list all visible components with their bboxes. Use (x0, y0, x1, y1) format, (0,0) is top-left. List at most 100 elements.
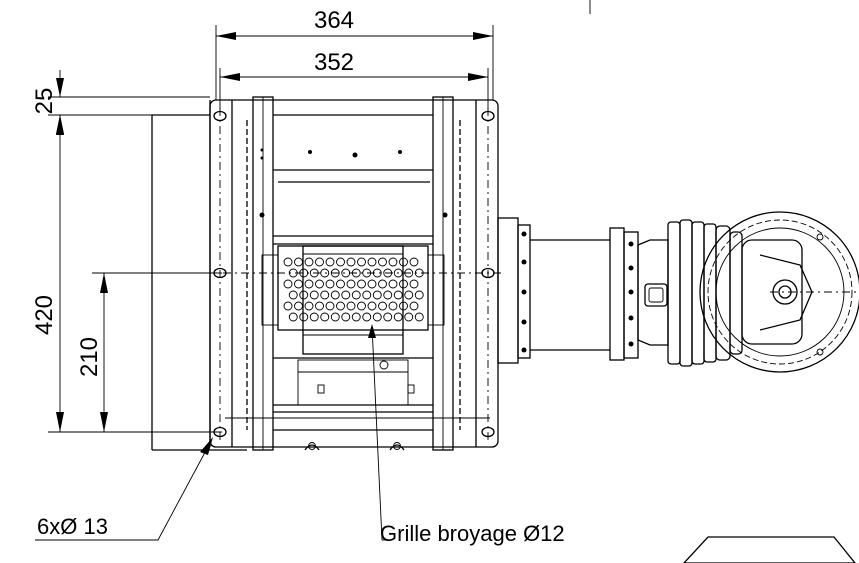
grille-hole (378, 257, 387, 267)
mounting-hole (481, 267, 495, 279)
grille-hole (288, 290, 298, 300)
dim-420-label: 420 (31, 295, 58, 335)
grille-hole (362, 268, 372, 278)
grille-hole (362, 290, 372, 300)
mounting-hole (481, 110, 495, 122)
grille-hole (315, 279, 324, 289)
grille-hole (288, 268, 298, 278)
grille-hole (346, 301, 356, 311)
grille-hole (315, 301, 324, 311)
grille-hole (388, 257, 398, 267)
grille-hole (399, 279, 408, 289)
grille-hole (393, 312, 403, 322)
grille-hole (330, 290, 340, 300)
grille-hole (383, 312, 393, 322)
grille-hole (304, 279, 314, 289)
grille-hole (309, 268, 319, 278)
grille-hole (404, 268, 414, 278)
grille-hole (399, 257, 408, 267)
grille-hole (378, 301, 387, 311)
grille-hole (294, 279, 303, 289)
grille-hole (341, 290, 351, 300)
grille-hole (325, 257, 335, 267)
grille-hole (325, 301, 335, 311)
grille-hole (357, 257, 366, 267)
grille-screen (261, 245, 445, 355)
mounting-holes (213, 110, 495, 438)
grille-hole (399, 301, 408, 311)
grille-hole (414, 312, 424, 322)
grille-hole (288, 312, 298, 322)
grille-hole (299, 312, 309, 322)
grille-hole (336, 279, 345, 289)
grille-hole (320, 290, 330, 300)
grille-hole (309, 290, 319, 300)
grille-hole (283, 257, 293, 267)
mounting-hole (481, 426, 495, 438)
grille-hole (393, 268, 403, 278)
trapezoid-symbol (683, 536, 856, 563)
leader-lines (35, 325, 386, 541)
grille-hole (357, 279, 366, 289)
grille-hole (388, 279, 398, 289)
grille-hole (315, 257, 324, 267)
grille-hole (294, 301, 303, 311)
grille-hole (409, 279, 419, 289)
grille-hole (383, 290, 393, 300)
leader-arrowheads (200, 324, 376, 455)
grille-hole (393, 290, 403, 300)
grille-hole (414, 290, 424, 300)
grille-hole (304, 301, 314, 311)
grille-hole (367, 257, 377, 267)
holes-callout-label: 6xØ 13 (37, 514, 108, 539)
grille-hole (336, 301, 345, 311)
grille-hole (283, 279, 293, 289)
grille-hole (341, 268, 351, 278)
flange-bolts (521, 231, 634, 353)
mounting-hole (213, 110, 227, 122)
grille-hole (351, 312, 361, 322)
grille-hole (351, 290, 361, 300)
bottom-feet (304, 442, 405, 451)
grille-hole (362, 312, 372, 322)
grille-hole (409, 301, 419, 311)
grille-hole (414, 268, 424, 278)
lower-mechanism (297, 359, 415, 406)
dimension-lines (48, 0, 591, 433)
dim-210-label: 210 (76, 337, 103, 377)
grille-hole (336, 257, 345, 267)
grille-hole (341, 312, 351, 322)
grille-hole (330, 268, 340, 278)
grille-hole (330, 312, 340, 322)
grille-hole (388, 301, 398, 311)
grille-hole (351, 268, 361, 278)
dim-25-label: 25 (31, 88, 58, 115)
top-plate-bolts (259, 148, 448, 218)
dim-352-label: 352 (314, 49, 354, 76)
motor-assembly (497, 211, 859, 373)
grille-hole (409, 257, 419, 267)
grille-hole (320, 268, 330, 278)
grille-hole (325, 279, 335, 289)
grille-hole (346, 257, 356, 267)
main-frame (209, 96, 499, 451)
grille-hole (378, 279, 387, 289)
grille-hole (294, 257, 303, 267)
grille-hole (299, 268, 309, 278)
grille-hole (372, 312, 382, 322)
grille-hole (372, 268, 382, 278)
grille-hole (304, 257, 314, 267)
dim-364-label: 364 (314, 7, 354, 34)
grille-hole (383, 268, 393, 278)
grille-hole (367, 279, 377, 289)
grille-hole (357, 301, 366, 311)
grille-holes (283, 257, 424, 322)
mounting-hole (213, 267, 227, 279)
grille-hole (309, 312, 319, 322)
grille-hole (283, 301, 293, 311)
mounting-hole (213, 426, 227, 438)
grille-hole (346, 279, 356, 289)
grille-hole (404, 290, 414, 300)
dimension-arrows (56, 32, 493, 432)
grille-hole (372, 290, 382, 300)
